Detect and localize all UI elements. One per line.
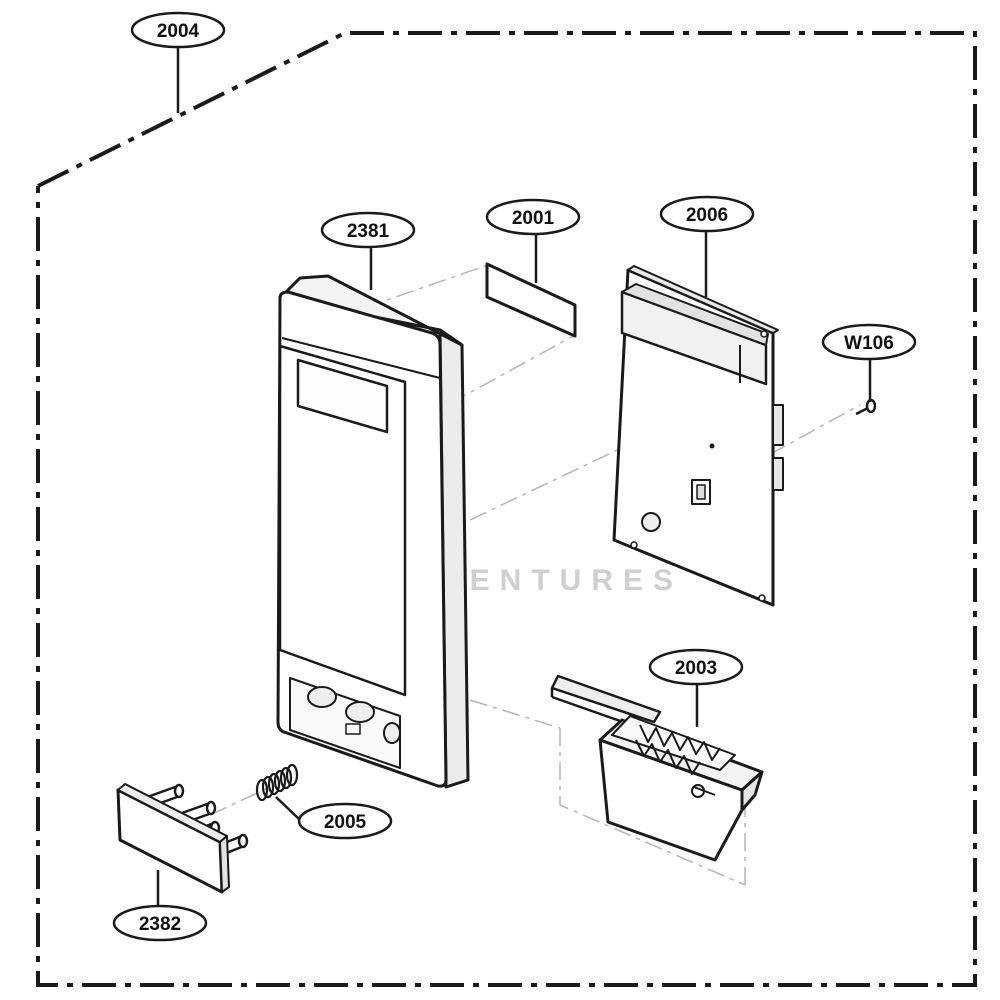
push-button-part: [116, 783, 249, 894]
front-panel-part: [276, 274, 470, 789]
callout-2001: 2001: [485, 198, 581, 236]
spring-part: [255, 763, 299, 802]
control-pcb-part: [612, 265, 784, 607]
callout-2003: 2003: [648, 648, 744, 686]
callout-label: 2001: [512, 208, 555, 229]
callout-2382: 2382: [112, 904, 208, 942]
callout-w106: W106: [821, 323, 917, 361]
callout-label: 2004: [157, 21, 200, 42]
screw-part: [855, 398, 877, 416]
window-sheet-part: [485, 262, 577, 338]
callout-2005: 2005: [297, 802, 393, 840]
callout-label: 2005: [324, 812, 367, 833]
leader-lines: [156, 46, 872, 906]
callout-2006: 2006: [659, 195, 755, 233]
callout-label: 2006: [686, 205, 728, 226]
callout-label: 2381: [347, 221, 390, 242]
callout-label: 2003: [675, 658, 717, 679]
callout-label: W106: [844, 333, 894, 354]
latch-assembly-part: [550, 674, 764, 862]
callout-label: 2382: [139, 914, 181, 935]
callout-2381: 2381: [320, 211, 416, 249]
callout-2004: 2004: [130, 11, 226, 49]
